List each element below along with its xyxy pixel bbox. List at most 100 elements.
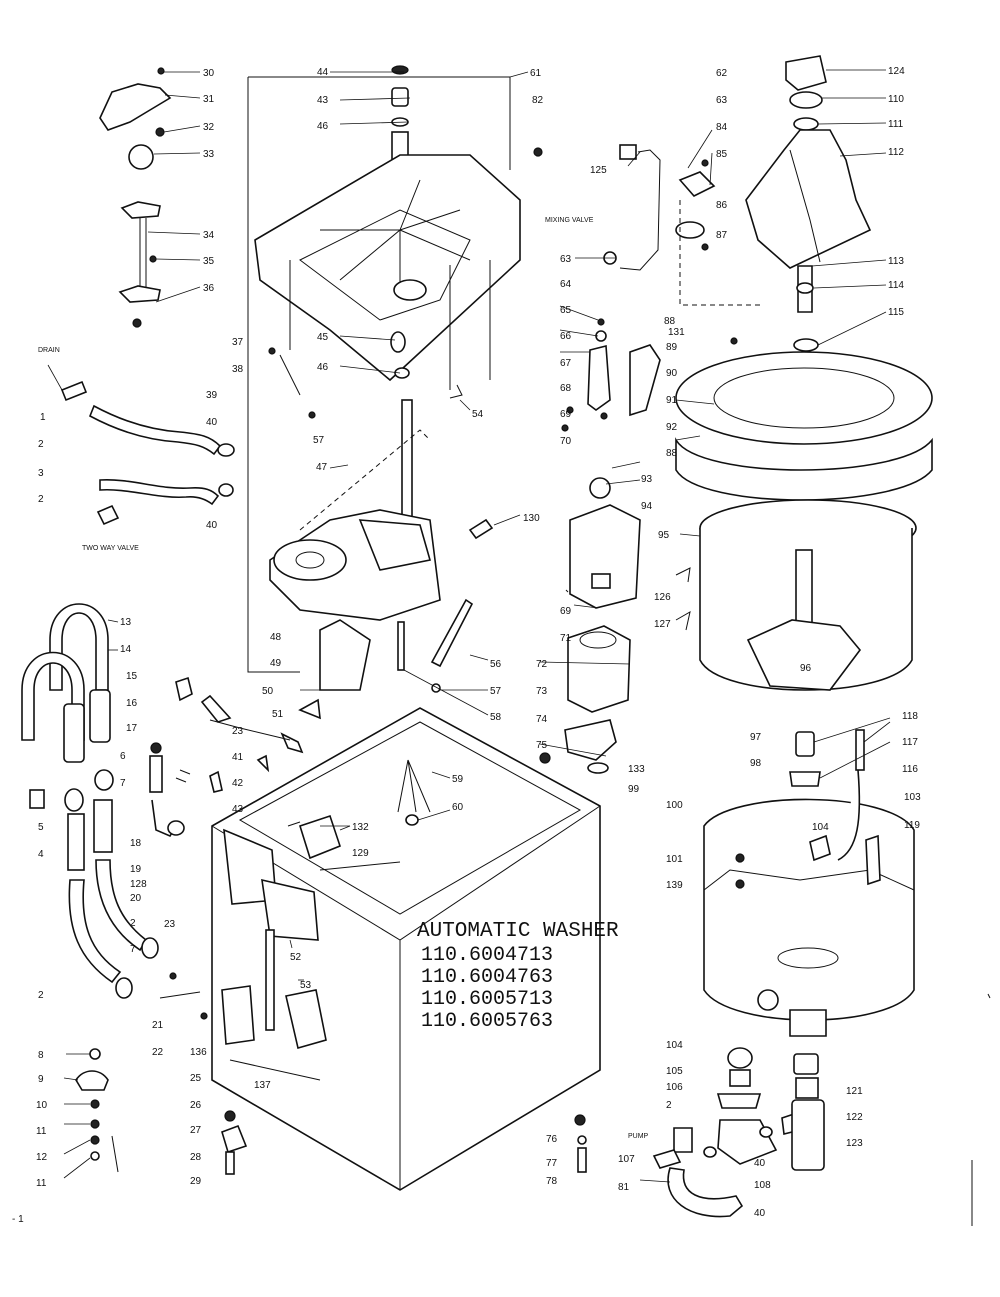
callout-71: 71 [560,633,572,644]
callout-119: 119 [904,820,920,831]
callout-100: 100 [666,800,683,811]
base-plate-assembly [254,65,543,419]
page-mark: - 1 [12,1214,24,1225]
callout-51: 51 [272,709,284,720]
callout-89: 89 [666,342,678,353]
callout-110: 110 [888,94,904,105]
callout-23a: 23 [232,726,244,737]
model-title-block: AUTOMATIC WASHER 110.6004713 110.6004763… [417,920,619,1033]
callout-7b: 7 [130,944,136,955]
callout-98: 98 [750,758,762,769]
valve-small-parts [149,676,304,1020]
callout-115: 115 [888,307,904,318]
callout-99: 99 [628,784,640,795]
callout-46a: 46 [317,121,329,132]
callout-88: 88 [664,316,676,327]
callout-136: 136 [190,1047,207,1058]
callout-61: 61 [530,68,542,79]
pump-group [639,1047,825,1218]
callout-62: 62 [716,68,728,79]
callout-116: 116 [902,764,918,775]
callout-46b: 46 [317,362,329,373]
callout-68: 68 [560,383,572,394]
callout-20: 20 [130,893,142,904]
edge-dot [987,993,991,999]
callout-65: 65 [560,305,572,316]
callout-19: 19 [130,864,142,875]
callout-53: 53 [300,980,312,991]
callout-29: 29 [190,1176,202,1187]
callout-34: 34 [203,230,215,241]
callout-57: 57 [313,435,325,446]
callout-92: 92 [666,422,678,433]
callout-6a: 6 [120,751,126,762]
pump-bracket-group [559,305,661,432]
callout-66: 66 [560,331,572,342]
callout-38: 38 [232,364,244,375]
callout-73: 73 [536,686,548,697]
callout-69a: 69 [560,409,572,420]
callout-117: 117 [902,737,918,748]
callout-58: 58 [490,712,502,723]
callout-40c: 40 [754,1158,766,1169]
bracket-assembly [99,67,201,328]
model-number-1: 110.6004713 [421,944,553,967]
transmission-frame [247,71,529,673]
callout-104a: 104 [812,822,829,833]
callout-2b: 2 [38,494,44,505]
agitator-group [679,55,887,352]
drain-hose-group [47,364,235,526]
callout-104b: 104 [666,1040,683,1051]
callout-128: 128 [130,879,147,890]
callout-97: 97 [750,732,762,743]
callout-86: 86 [716,200,728,211]
callout-40b: 40 [206,520,218,531]
callout-124: 124 [888,66,905,77]
callout-94: 94 [641,501,653,512]
callout-87: 87 [716,230,728,241]
cabinet [211,707,601,1191]
callout-13: 13 [120,617,132,628]
callout-123: 123 [846,1138,863,1149]
callout-numbers: 30 31 32 33 34 35 36 37 38 39 40 40 57 1… [36,66,921,1219]
callout-111: 111 [888,119,904,130]
callout-47: 47 [316,462,328,473]
tub-basket-group [675,337,933,691]
callout-59: 59 [452,774,464,785]
callout-105: 105 [666,1066,683,1077]
callout-88b: 88 [666,448,678,459]
callout-84: 84 [716,122,728,133]
callout-22: 22 [152,1047,164,1058]
callout-25: 25 [190,1073,202,1084]
callout-9: 9 [38,1074,44,1085]
callout-78: 78 [546,1176,558,1187]
callout-14: 14 [120,644,132,655]
callout-60: 60 [452,802,464,813]
callout-21: 21 [152,1020,164,1031]
callout-40a: 40 [206,417,218,428]
callout-74: 74 [536,714,548,725]
callout-72: 72 [536,659,548,670]
callout-18: 18 [130,838,142,849]
callout-35: 35 [203,256,215,267]
label-pump: PUMP [628,1133,649,1140]
callout-32: 32 [203,122,215,133]
callout-2c: 2 [130,918,136,929]
callout-2d: 2 [38,990,44,1001]
callout-12: 12 [36,1152,48,1163]
outer-tub-group [703,717,915,1037]
callout-11a: 11 [36,1126,47,1137]
callout-43: 43 [317,95,329,106]
callout-4: 4 [38,849,44,860]
callout-127: 127 [654,619,671,630]
callout-17: 17 [126,723,138,734]
callout-85: 85 [716,149,728,160]
callout-125: 125 [590,165,607,176]
callout-63: 63 [560,254,572,265]
callout-132: 132 [352,822,369,833]
callout-50: 50 [262,686,274,697]
callout-70: 70 [560,436,572,447]
callout-7a: 7 [120,778,126,789]
label-mixing-valve: MIXING VALVE [545,217,594,224]
